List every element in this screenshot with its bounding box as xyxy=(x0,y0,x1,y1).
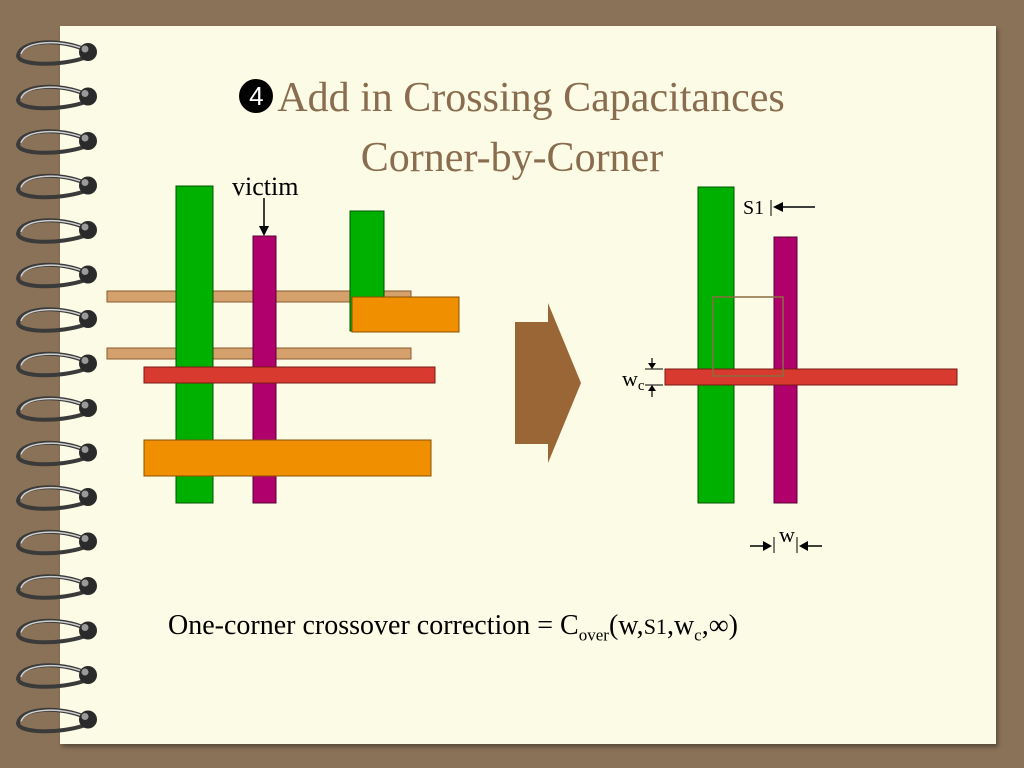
binding-hole-highlight xyxy=(81,312,89,320)
transform-arrow-icon xyxy=(515,303,581,463)
binding-ring xyxy=(15,707,97,734)
binding-hole-highlight xyxy=(81,624,89,631)
binding-hole-highlight xyxy=(81,223,89,231)
red-wire-right xyxy=(664,368,958,386)
corner-marker xyxy=(774,360,783,367)
formula-s1: S1 xyxy=(643,614,667,639)
binding-ring xyxy=(15,218,97,244)
w-arrowhead-right xyxy=(799,541,808,551)
binding-ring xyxy=(15,129,97,155)
orange-block-large xyxy=(143,439,432,477)
binding-ring xyxy=(15,351,97,378)
formula-args-open: (w, xyxy=(608,610,644,641)
binding-wire-highlight xyxy=(20,709,85,722)
right-corner-detail: S1 wc w xyxy=(622,186,958,553)
binding-ring xyxy=(15,84,97,111)
binding-ring xyxy=(15,574,97,600)
binding-wire-highlight xyxy=(20,442,85,455)
title-line-2: Corner-by-Corner xyxy=(360,135,664,181)
binding-hole-highlight xyxy=(81,90,89,97)
binding-ring xyxy=(15,529,97,556)
s1-label: S1 xyxy=(743,197,764,219)
binding-ring xyxy=(15,663,97,689)
binding-wire-highlight xyxy=(20,486,85,500)
binding-wire-highlight xyxy=(20,130,85,144)
bullet-number-icon: 4 xyxy=(239,79,274,113)
binding-ring xyxy=(15,262,97,289)
binding-hole-highlight xyxy=(81,45,89,53)
binding-ring xyxy=(15,485,97,511)
binding-wire-highlight xyxy=(20,41,85,55)
binding-wire-highlight xyxy=(20,575,85,589)
victim-label: victim xyxy=(232,172,298,201)
binding-hole-highlight xyxy=(81,713,89,720)
binding-ring xyxy=(15,40,97,66)
w-arrowhead-left xyxy=(763,541,772,551)
binding-hole-highlight xyxy=(81,535,89,542)
green-wire-right xyxy=(697,186,735,504)
victim-pointer-arrowhead xyxy=(259,226,269,236)
binding-wire-highlight xyxy=(20,219,85,233)
binding-hole-highlight xyxy=(81,401,89,409)
binding-hole-highlight xyxy=(81,268,89,275)
spiral-binding xyxy=(15,40,97,734)
binding-wire-highlight xyxy=(20,264,85,277)
binding-ring xyxy=(15,618,97,645)
wc-arrowhead-bottom xyxy=(648,385,656,391)
formula-prefix: One-corner crossover correction = C xyxy=(168,610,579,641)
binding-wire-highlight xyxy=(20,308,85,322)
formula-sub-c: c xyxy=(694,625,702,645)
s1-arrowhead xyxy=(773,202,783,212)
binding-wire-highlight xyxy=(20,531,85,544)
binding-ring xyxy=(15,173,97,200)
corner-region-box xyxy=(712,296,784,377)
orange-block-small xyxy=(351,296,460,333)
binding-wire-highlight xyxy=(20,86,85,99)
binding-wire-highlight xyxy=(20,397,85,411)
binding-wire-highlight xyxy=(20,664,85,678)
binding-wire-highlight xyxy=(20,175,85,188)
formula-w: ,w xyxy=(666,610,695,641)
binding-ring xyxy=(15,307,97,333)
crossover-formula: One-corner crossover correction = Cover(… xyxy=(168,610,738,646)
binding-hole-highlight xyxy=(81,357,89,364)
binding-ring xyxy=(15,440,97,467)
title-text-1: Add in Crossing Capacitances xyxy=(277,75,785,121)
binding-hole-highlight xyxy=(81,668,89,676)
binding-ring xyxy=(15,396,97,422)
binding-wire-highlight xyxy=(20,620,85,633)
wc-label: wc xyxy=(622,366,645,394)
wc-arrowhead-top xyxy=(648,363,656,369)
binding-hole-highlight xyxy=(81,579,89,587)
red-wire-left xyxy=(143,366,436,384)
binding-hole-highlight xyxy=(81,446,89,453)
formula-sub-over: over xyxy=(578,625,609,645)
w-label: w xyxy=(779,522,795,547)
binding-hole-highlight xyxy=(81,134,89,142)
formula-tail: ,∞) xyxy=(701,610,739,641)
binding-hole-highlight xyxy=(81,490,89,498)
left-layout: victim xyxy=(106,172,460,504)
binding-hole-highlight xyxy=(81,179,89,186)
binding-wire-highlight xyxy=(20,353,85,366)
